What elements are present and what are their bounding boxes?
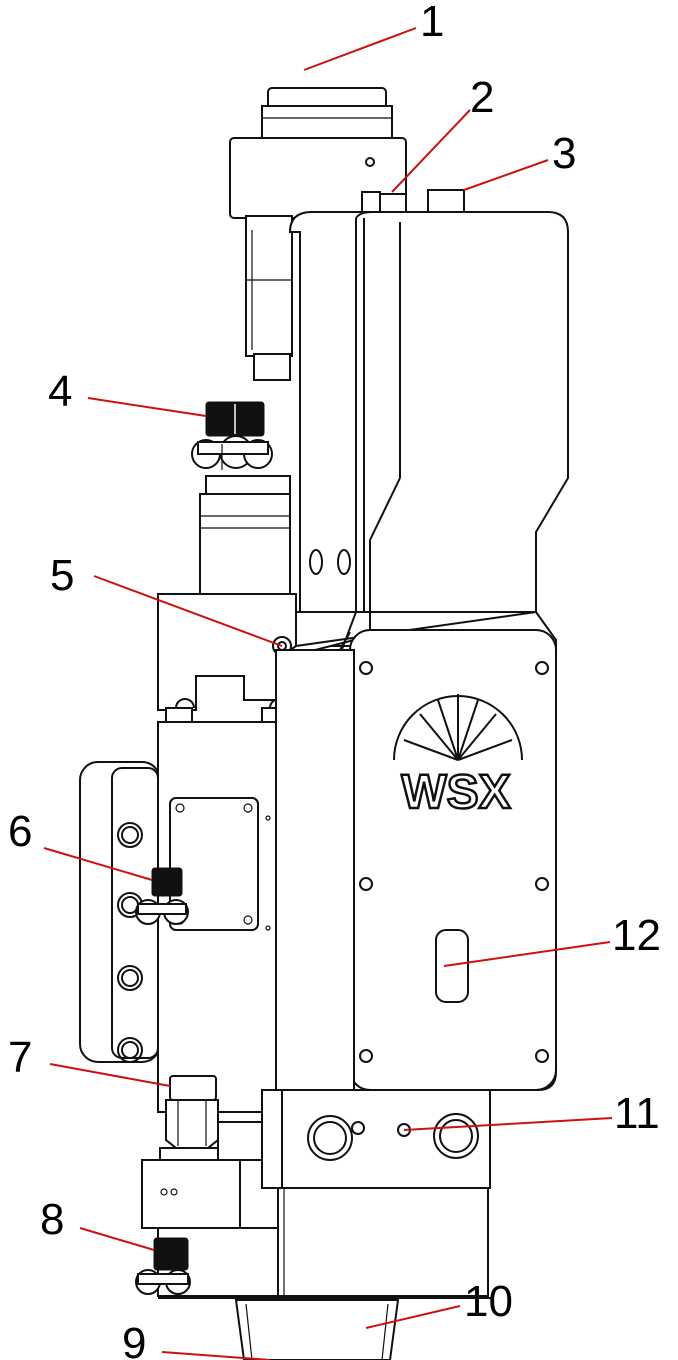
callout-labels: 1 2 3 4 5 6 7 8 9 10 11 12 — [8, 0, 661, 1360]
fitting-6 — [135, 867, 189, 925]
callout-8: 8 — [40, 1195, 64, 1244]
callout-4: 4 — [48, 367, 72, 416]
middle-body — [157, 475, 297, 723]
fitting-4 — [191, 401, 273, 470]
fitting-8 — [135, 1237, 191, 1295]
callout-9: 9 — [122, 1319, 146, 1360]
wsx-logo: WSX — [393, 694, 523, 820]
callout-12: 12 — [612, 911, 661, 960]
nozzle — [234, 1299, 400, 1360]
logo-text: WSX — [401, 766, 510, 819]
top-ports — [361, 189, 465, 213]
callout-11: 11 — [614, 1089, 660, 1138]
fitting-7 — [159, 1075, 221, 1161]
callout-7: 7 — [8, 1033, 32, 1082]
callout-2: 2 — [470, 73, 494, 122]
callout-1: 1 — [420, 0, 444, 46]
callout-3: 3 — [552, 129, 576, 178]
left-block — [79, 721, 301, 1113]
lower-block — [141, 1089, 491, 1229]
upper-housing — [288, 211, 569, 661]
callout-10: 10 — [464, 1277, 513, 1326]
leader-lines — [43, 27, 613, 1360]
callout-6: 6 — [8, 807, 32, 856]
callout-5: 5 — [50, 551, 74, 600]
lower-housing: WSX — [275, 610, 557, 1091]
